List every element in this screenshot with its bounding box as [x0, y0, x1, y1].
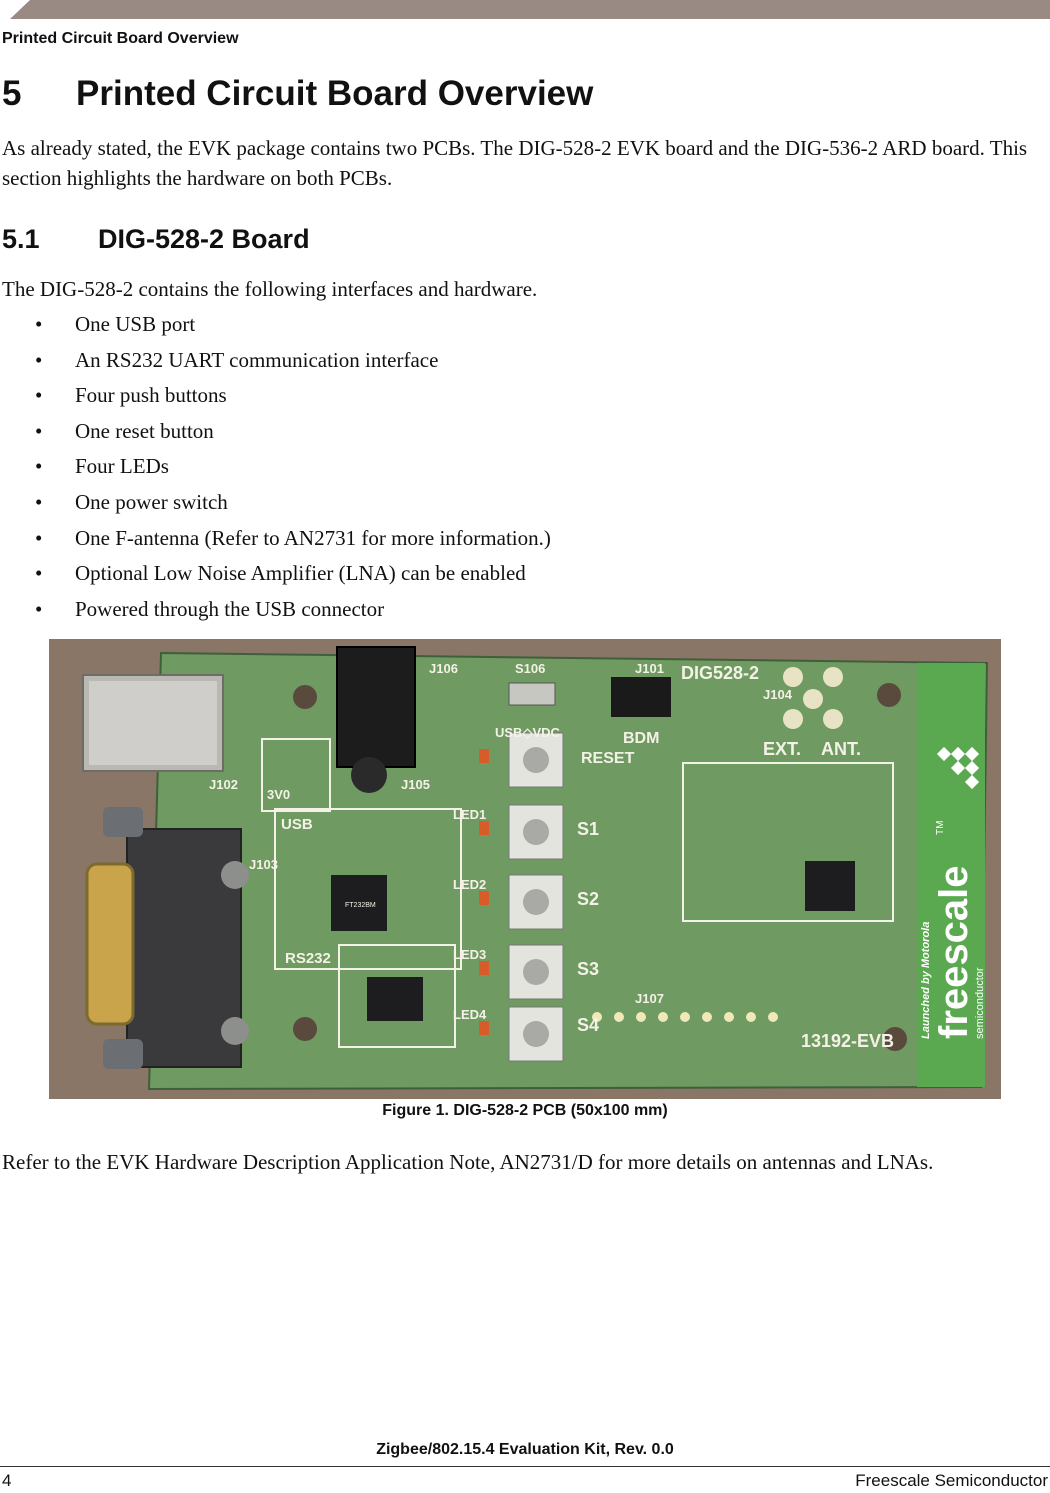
silk-usb-vdc: USB◇VDC	[495, 725, 561, 740]
silk-j102: J102	[209, 777, 238, 792]
bullet-icon: •	[35, 454, 43, 479]
silk-evb: 13192-EVB	[801, 1031, 894, 1051]
bullet-icon: •	[35, 418, 43, 443]
silk-ext: EXT.	[763, 739, 801, 759]
silk-led2: LED2	[453, 877, 486, 892]
silk-j106: J106	[429, 661, 458, 676]
silk-s4: S4	[577, 1015, 599, 1035]
silk-s3: S3	[577, 959, 599, 979]
pcb-photo: J106 S106 J101 DIG528-2 USB◇VDC BDM RESE…	[49, 639, 1001, 1099]
freescale-logo: freescale	[932, 866, 976, 1039]
bullet-icon: •	[35, 347, 43, 372]
subsection-number: 5.1	[2, 224, 40, 254]
bullet-icon: •	[35, 489, 43, 514]
subsection-title: DIG-528-2 Board	[98, 224, 310, 254]
silk-s106: S106	[515, 661, 545, 676]
bullet-icon: •	[35, 561, 43, 586]
silk-rs232: RS232	[285, 950, 331, 967]
section-intro: As already stated, the EVK package conta…	[2, 136, 1028, 190]
bullet-icon: •	[35, 383, 43, 408]
silk-j104: J104	[763, 687, 793, 702]
silk-j105: J105	[401, 777, 430, 792]
silk-j103: J103	[249, 857, 278, 872]
silk-s1: S1	[577, 819, 599, 839]
figure-caption: Figure 1. DIG-528-2 PCB (50x100 mm)	[382, 1102, 668, 1119]
freescale-subtitle: semiconductor	[974, 967, 986, 1039]
list-intro: The DIG-528-2 contains the following int…	[2, 277, 538, 301]
silk-board-id: DIG528-2	[681, 663, 759, 683]
footer-divider	[0, 1466, 1050, 1467]
company-name: Freescale Semiconductor	[855, 1471, 1048, 1490]
bullet-icon: •	[35, 525, 43, 550]
section-number: 5	[2, 74, 22, 113]
page-number: 4	[2, 1471, 12, 1490]
section-heading: 5 Printed Circuit Board Overview	[2, 74, 593, 114]
silk-s2: S2	[577, 889, 599, 909]
footer-doc-title: Zigbee/802.15.4 Evaluation Kit, Rev. 0.0	[376, 1441, 674, 1458]
section-title: Printed Circuit Board Overview	[76, 74, 594, 113]
silk-reset: RESET	[581, 750, 635, 767]
header-bar	[10, 0, 1050, 19]
freescale-tm: TM	[935, 821, 946, 835]
silk-j107: J107	[635, 991, 664, 1006]
silk-led3: LED3	[453, 947, 486, 962]
freescale-mark-icon	[936, 746, 980, 790]
reference-paragraph: Refer to the EVK Hardware Description Ap…	[2, 1150, 934, 1174]
bullet-icon: •	[35, 596, 43, 621]
silk-3v0: 3V0	[267, 787, 290, 802]
silk-ant: ANT.	[821, 739, 861, 759]
subsection-heading: 5.1 DIG-528-2 Board	[2, 224, 310, 255]
silk-led1: LED1	[453, 807, 486, 822]
silk-bdm: BDM	[623, 730, 659, 747]
silk-j101: J101	[635, 661, 664, 676]
usb-chip-marking: FT232BM	[345, 902, 376, 909]
freescale-tagline: Launched by Motorola	[920, 922, 932, 1039]
silk-led4: LED4	[453, 1007, 487, 1022]
bullet-icon: •	[35, 312, 43, 336]
silk-usb: USB	[281, 816, 313, 833]
running-head: Printed Circuit Board Overview	[2, 30, 239, 47]
